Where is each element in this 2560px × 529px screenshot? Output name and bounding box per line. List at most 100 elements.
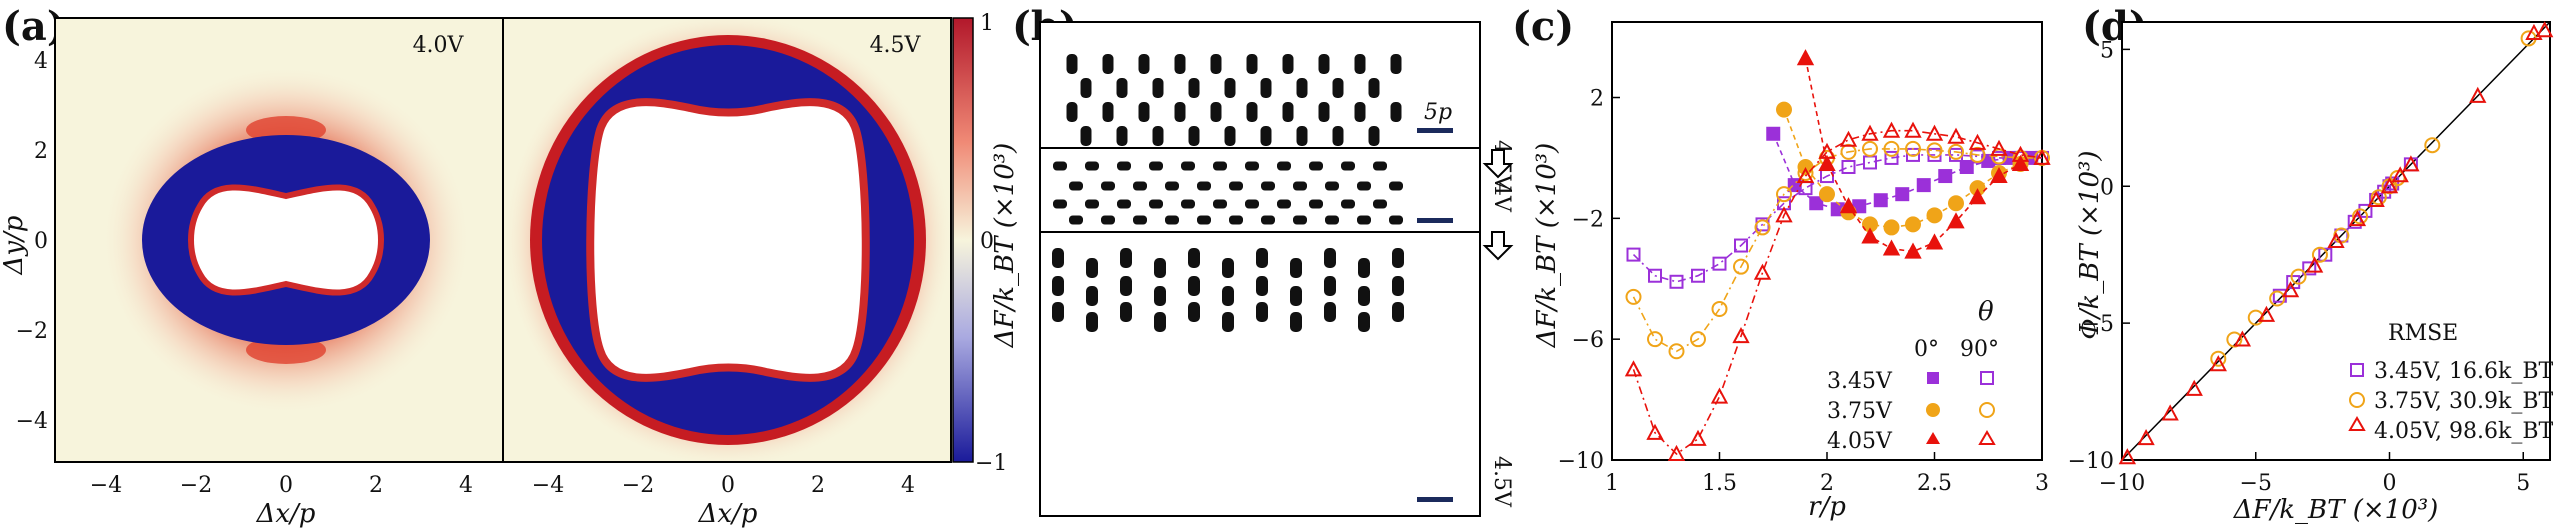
particle xyxy=(1181,161,1195,171)
snapshot-particles xyxy=(1052,54,1404,332)
y-tick-label: 0 xyxy=(2100,175,2114,200)
particle xyxy=(1224,78,1236,98)
particle xyxy=(1222,312,1234,332)
scale-bar xyxy=(1417,128,1453,133)
particle xyxy=(1282,54,1294,74)
particle xyxy=(1256,302,1268,322)
data-point-triangle xyxy=(1775,206,1793,223)
data-point-square xyxy=(1626,247,1641,262)
particle xyxy=(1293,181,1307,191)
particle xyxy=(1053,199,1067,209)
data-point-circle xyxy=(1754,219,1771,236)
data-point-triangle xyxy=(2305,256,2324,273)
x-tick-label: −10 xyxy=(2099,471,2145,496)
particle xyxy=(1138,102,1150,122)
data-point-circle xyxy=(1711,300,1728,317)
particle xyxy=(1358,286,1370,306)
chart-c-legend: θ 0° 90° 3.45V 3.75V 4.05V xyxy=(1827,297,1999,454)
a-ytick: 2 xyxy=(34,139,48,164)
data-point-triangle xyxy=(1990,139,2008,156)
particle xyxy=(1309,161,1323,171)
legend-row-label: 3.75V, 30.9k_BT xyxy=(2374,389,2553,414)
particle xyxy=(1085,161,1099,171)
particle xyxy=(1069,215,1083,225)
x-tick-label: 3 xyxy=(2035,471,2049,496)
data-point-triangle xyxy=(1818,154,1836,171)
particle xyxy=(1052,248,1064,268)
particle xyxy=(1210,54,1222,74)
data-point-circle xyxy=(1862,140,1878,157)
data-point-triangle xyxy=(2391,166,2409,183)
particle xyxy=(1174,102,1186,122)
particle xyxy=(1052,276,1064,296)
particle xyxy=(1197,181,1211,191)
particle xyxy=(1290,258,1302,278)
data-point-triangle xyxy=(1796,49,1815,66)
data-point-circle xyxy=(1883,140,1900,157)
data-point-triangle xyxy=(2118,448,2137,465)
particle xyxy=(1245,199,1259,209)
data-point-triangle xyxy=(2402,155,2420,172)
particle xyxy=(1357,215,1371,225)
particle xyxy=(1354,102,1366,122)
legend-marker-triangle-open xyxy=(1978,430,1996,445)
legend-marker-triangle xyxy=(2348,416,2366,431)
data-point-triangle xyxy=(2469,86,2487,103)
particle xyxy=(1210,102,1222,122)
data-point-triangle xyxy=(1861,124,1879,141)
heatmap-4v xyxy=(55,18,503,462)
a-ylabel: Δy/p xyxy=(0,215,29,275)
particle xyxy=(1325,181,1339,191)
legend-marker-square xyxy=(2350,363,2364,377)
legend-row-label: 3.75V xyxy=(1827,399,1893,424)
colorbar-tick: 1 xyxy=(980,11,994,36)
particle xyxy=(1392,248,1404,268)
x-tick-label: 0 xyxy=(2383,471,2397,496)
particle xyxy=(1256,276,1268,296)
data-point-triangle xyxy=(2011,145,2030,162)
particle xyxy=(1165,181,1179,191)
data-point-triangle xyxy=(2185,379,2203,396)
data-point-triangle xyxy=(1753,263,1772,280)
particle xyxy=(1222,258,1234,278)
data-point-circle xyxy=(1819,186,1835,203)
data-point-triangle xyxy=(2380,177,2399,194)
particle xyxy=(1261,215,1275,225)
particle xyxy=(1086,258,1098,278)
particle xyxy=(1296,78,1308,98)
legend-marker-square-open xyxy=(1980,371,1994,385)
data-point-triangle xyxy=(2209,355,2227,372)
legend-angle-90: 90° xyxy=(1960,337,1999,362)
particle xyxy=(1245,161,1259,171)
particle xyxy=(1332,78,1344,98)
particle xyxy=(1277,199,1291,209)
legend-marker-circle xyxy=(2349,392,2365,408)
y-tick-label: −2 xyxy=(1572,207,1604,232)
particle xyxy=(1181,199,1195,209)
data-point-circle xyxy=(2424,137,2441,154)
particle xyxy=(1392,302,1404,322)
particle xyxy=(1296,126,1308,146)
data-point-circle xyxy=(1776,186,1792,203)
particle xyxy=(1282,102,1294,122)
particle xyxy=(1152,78,1164,98)
particle xyxy=(1197,215,1211,225)
particle xyxy=(1290,312,1302,332)
particle xyxy=(1101,215,1115,225)
legend-angle-0: 0° xyxy=(1914,337,1939,362)
particle xyxy=(1188,126,1200,146)
data-point-triangle xyxy=(1818,142,1836,159)
colorbar-label: ΔF/k_BT (×10³) xyxy=(990,143,1020,349)
x-tick-label: 5 xyxy=(2516,471,2530,496)
particle xyxy=(1368,126,1380,146)
legend-marker-circle-open xyxy=(1979,402,1995,418)
panel-a: (a) 4.0V 4.5V −4 −2 0 2 4 xyxy=(0,3,1020,529)
data-point-triangle xyxy=(1990,166,2008,184)
particle xyxy=(1261,181,1275,191)
data-point-triangle xyxy=(1925,124,1944,141)
data-point-triangle xyxy=(1968,133,1987,150)
a-xtick: 4 xyxy=(901,473,915,498)
particle xyxy=(1390,102,1402,122)
particle xyxy=(1174,54,1186,74)
data-point-square xyxy=(1916,178,1931,193)
